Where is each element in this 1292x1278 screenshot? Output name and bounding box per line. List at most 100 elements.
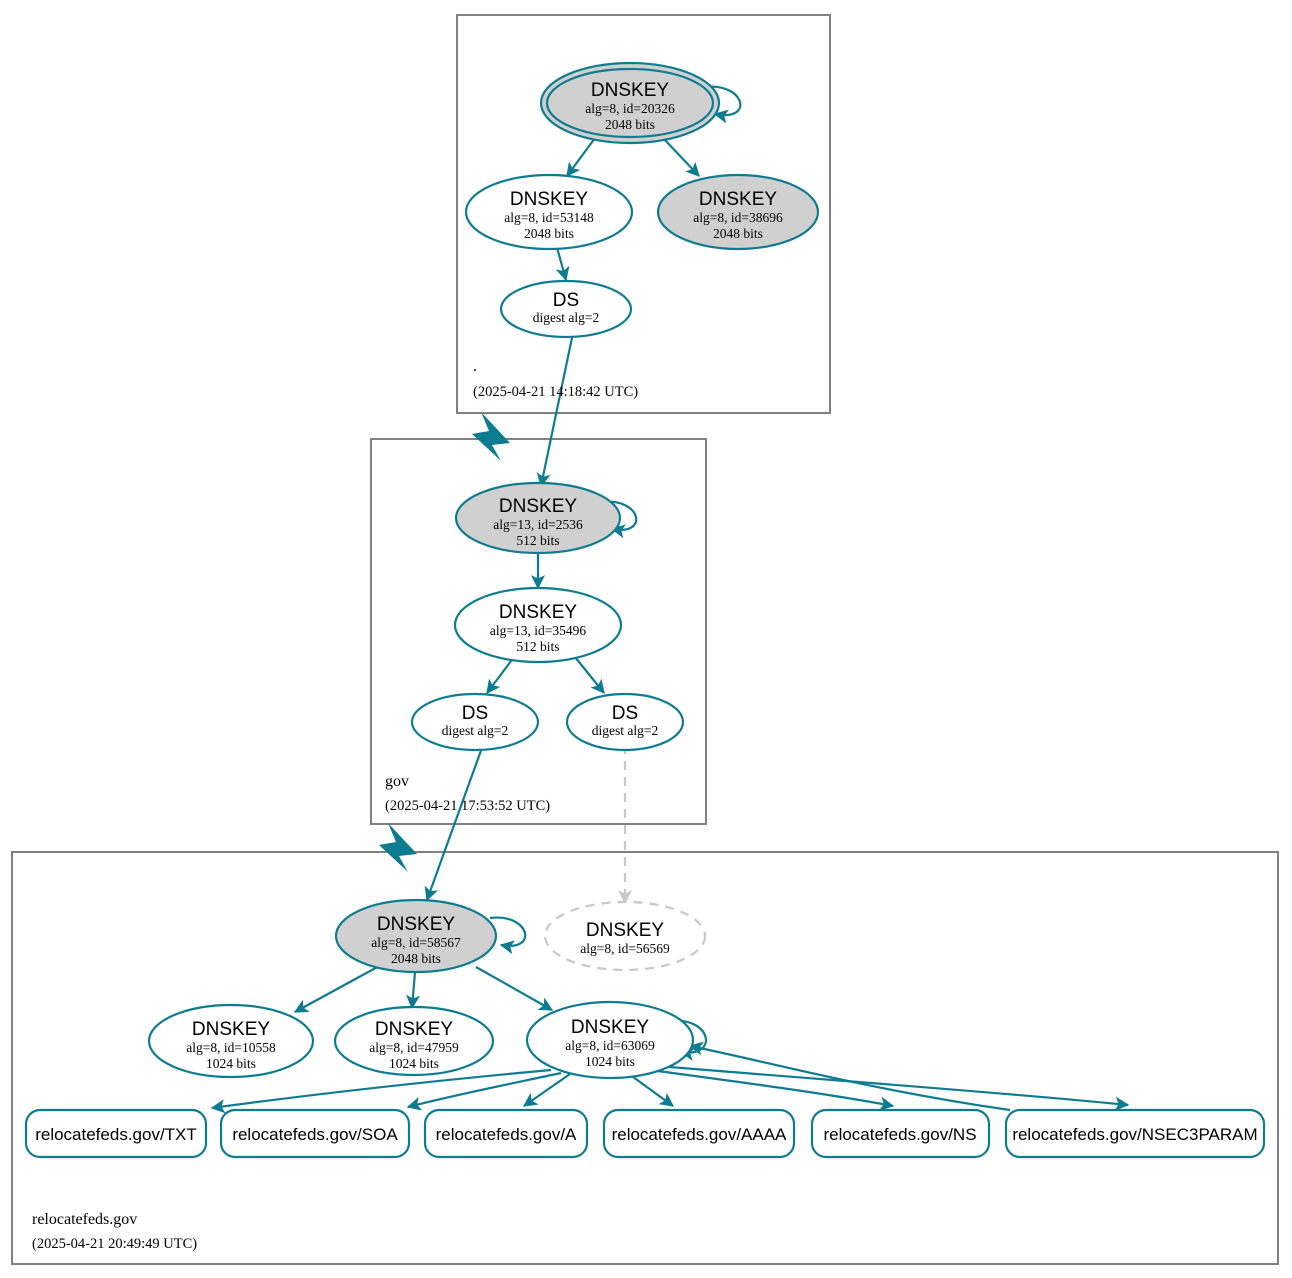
edge-rf-ksk-to-zsk10558 [293,964,382,1013]
node-label: DS [462,703,488,724]
rrset-soa[interactable]: relocatefeds.gov/SOA [219,1108,411,1159]
node-root-dnskey-38696[interactable]: DNSKEY alg=8, id=38696 2048 bits [656,173,820,251]
node-size: 2048 bits [524,226,574,241]
rrset-a[interactable]: relocatefeds.gov/A [423,1108,589,1159]
edge-rf-zsk63069-to-aaaa [628,1073,675,1107]
edge-gov-ds1-to-rf-ksk [424,744,485,902]
node-rf-dnskey-58567[interactable]: DNSKEY alg=8, id=58567 2048 bits [334,898,498,974]
node-detail: digest alg=2 [533,310,599,325]
rrset-label: relocatefeds.gov/NSEC3PARAM [1012,1125,1257,1144]
node-size: 512 bits [516,639,559,654]
node-root-dnskey-53148[interactable]: DNSKEY alg=8, id=53148 2048 bits [464,173,634,251]
node-rf-dnskey-47959[interactable]: DNSKEY alg=8, id=47959 1024 bits [333,1005,495,1077]
node-outline [499,279,633,339]
node-gov-dnskey-2536[interactable]: DNSKEY alg=13, id=2536 512 bits [454,481,622,555]
node-rf-dnskey-10558[interactable]: DNSKEY alg=8, id=10558 1024 bits [147,1003,315,1079]
rrset-outline [810,1108,991,1159]
node-outline [453,586,623,664]
node-label: DNSKEY [571,1017,649,1038]
node-root-ksk-20326[interactable]: DNSKEY alg=8, id=20326 2048 bits [539,61,721,145]
node-detail: alg=8, id=63069 [565,1038,655,1053]
node-detail: alg=8, id=38696 [693,210,783,225]
node-size: 2048 bits [713,226,763,241]
node-outline [454,481,622,555]
zone-timestamp-root: (2025-04-21 14:18:42 UTC) [473,384,638,400]
node-detail: alg=8, id=20326 [585,101,675,116]
node-label: DNSKEY [586,920,664,941]
node-outline [333,1005,495,1077]
edge-rf-ksk-selfsign [489,916,527,955]
node-label: DNSKEY [510,189,588,210]
edge-rf-zsk63069-to-nsec3param [657,1064,1130,1111]
node-outline-inner [545,67,715,139]
node-rf-dnskey-63069[interactable]: DNSKEY alg=8, id=63069 1024 bits [525,1000,695,1080]
edge-rf-zsk63069-to-txt [210,1068,552,1114]
rrset-label: relocatefeds.gov/A [436,1125,577,1144]
node-root-ds[interactable]: DS digest alg=2 [499,279,633,339]
rrset-aaaa[interactable]: relocatefeds.gov/AAAA [602,1108,796,1159]
node-label: DNSKEY [591,80,669,101]
edge-rf-ksk-to-zsk47959 [406,971,421,1010]
node-outline [543,900,707,972]
edge-gov-zsk-to-ds2 [574,656,605,694]
rrset-ns[interactable]: relocatefeds.gov/NS [810,1108,991,1159]
rrset-outline [219,1108,411,1159]
rrset-label: relocatefeds.gov/NS [823,1125,976,1144]
rrset-label: relocatefeds.gov/SOA [232,1125,398,1144]
node-outline [565,692,685,752]
node-label: DS [612,703,638,724]
edge-gov-zsk-to-ds1 [486,656,515,695]
edge-root-ksk-to-key38696 [663,138,700,177]
edge-rf-ksk-to-zsk63069 [475,966,554,1011]
rrset-label: relocatefeds.gov/TXT [35,1125,197,1144]
node-label: DNSKEY [499,602,577,623]
node-outline [410,692,540,752]
node-detail: alg=13, id=35496 [490,623,586,638]
edge-rf-zsk63069-to-ns [649,1068,895,1111]
node-size: 1024 bits [206,1056,256,1071]
node-outline [525,1000,695,1080]
zone-timestamp-relocatefeds: (2025-04-21 20:49:49 UTC) [32,1236,197,1252]
zone-label-gov: gov [385,773,409,790]
edge-root-ds-to-gov-ksk [536,332,575,488]
edge-rf-zsk63069-to-soa [406,1071,562,1111]
edge-root-ksk-selfsign [703,85,742,124]
node-outline [464,173,634,251]
rrset-label: relocatefeds.gov/AAAA [612,1125,787,1144]
node-detail: alg=8, id=53148 [504,210,594,225]
node-label: DNSKEY [375,1019,453,1040]
node-label: DS [553,290,579,311]
node-detail: alg=8, id=47959 [369,1040,459,1055]
node-gov-ds-2[interactable]: DS digest alg=2 [565,692,685,752]
node-detail: alg=13, id=2536 [493,517,583,532]
node-size: 1024 bits [585,1054,635,1069]
node-label: DNSKEY [377,914,455,935]
edge-rf-nsec3param-to-zsk63069 [688,1041,1011,1112]
node-size: 2048 bits [605,117,655,132]
zone-label-relocatefeds: relocatefeds.gov [32,1211,137,1228]
rrset-outline [602,1108,796,1159]
rrset-nsec3param[interactable]: relocatefeds.gov/NSEC3PARAM [1004,1108,1266,1159]
rrset-txt[interactable]: relocatefeds.gov/TXT [24,1108,208,1159]
node-detail: alg=8, id=58567 [371,935,461,950]
node-detail: alg=8, id=56569 [580,941,670,956]
edge-rf-zsk63069-to-a [522,1073,571,1107]
node-size: 2048 bits [391,951,441,966]
node-label: DNSKEY [499,496,577,517]
rrset-outline [1004,1108,1266,1159]
node-label: DNSKEY [192,1019,270,1040]
node-size: 512 bits [516,533,559,548]
node-label: DNSKEY [699,189,777,210]
edge-root-zsk-to-ds [554,243,570,282]
node-rf-dnskey-56569-nonexistent[interactable]: DNSKEY alg=8, id=56569 [543,900,707,972]
node-detail: alg=8, id=10558 [186,1040,276,1055]
node-gov-dnskey-35496[interactable]: DNSKEY alg=13, id=35496 512 bits [453,586,623,664]
zone-timestamp-gov: (2025-04-21 17:53:52 UTC) [385,798,550,814]
delegation-arrow-gov-to-relocatefeds [379,823,417,872]
rrset-outline [423,1108,589,1159]
node-size: 1024 bits [389,1056,439,1071]
node-detail: digest alg=2 [592,723,658,738]
node-outline [656,173,820,251]
node-gov-ds-1[interactable]: DS digest alg=2 [410,692,540,752]
